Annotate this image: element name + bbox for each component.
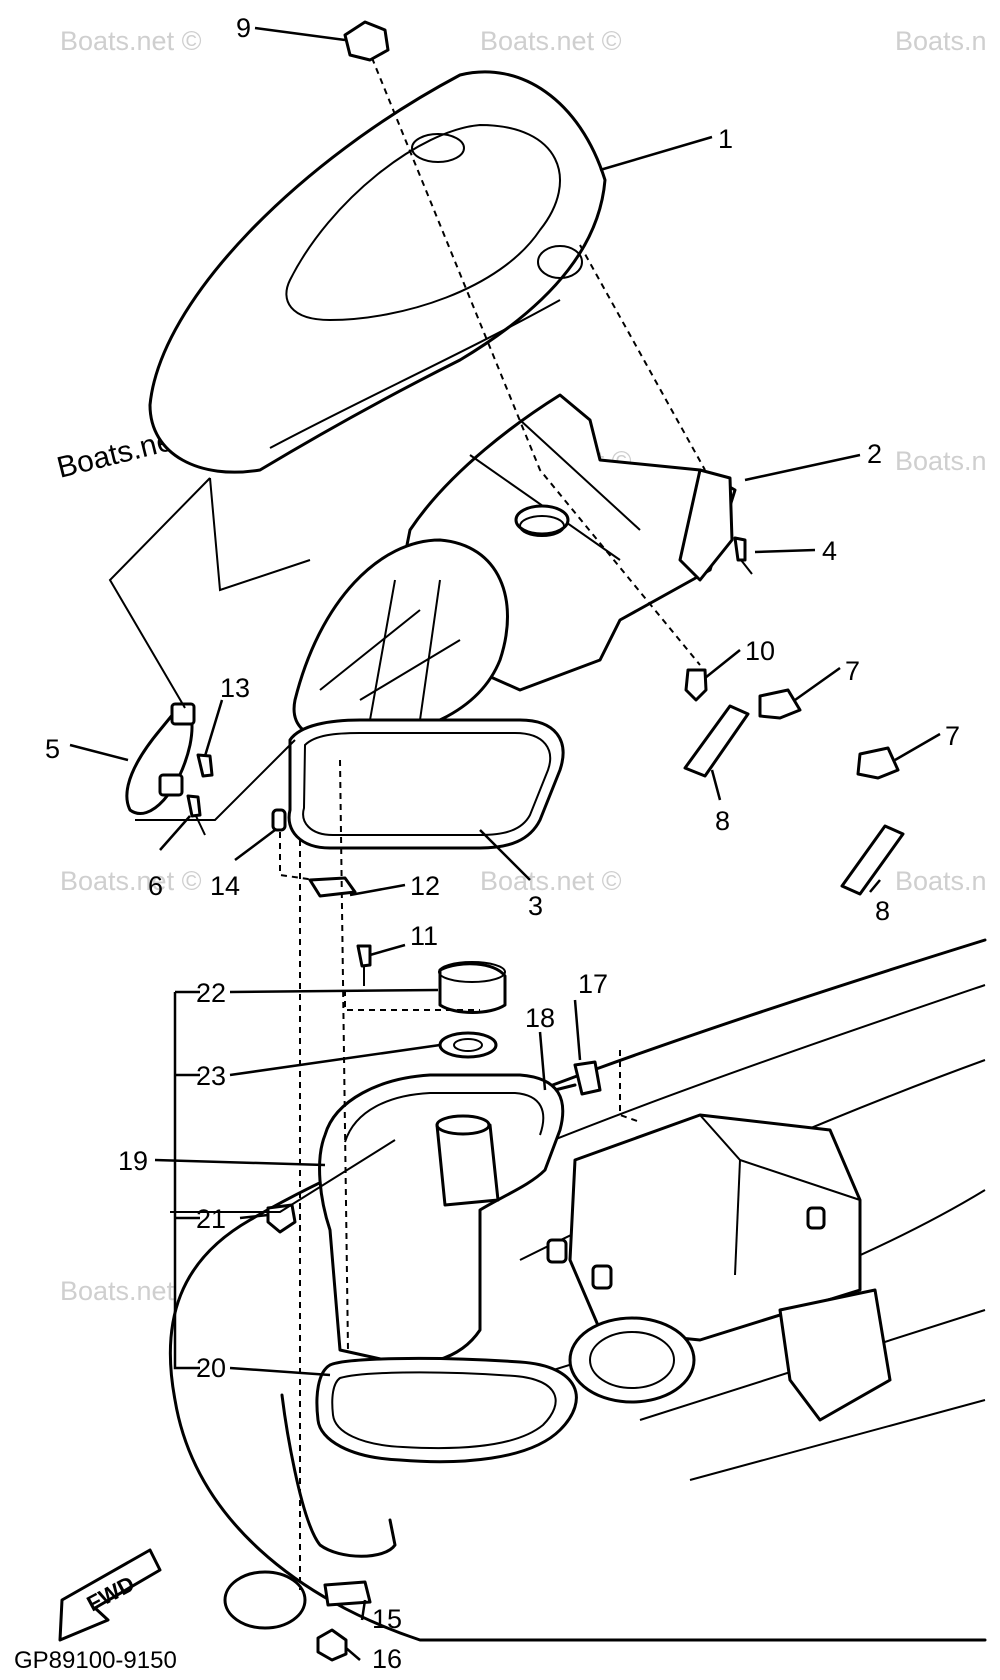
callout-21: 21 — [196, 1204, 226, 1234]
callout-22: 22 — [196, 978, 226, 1008]
callout-8a: 8 — [715, 806, 730, 836]
watermark: Boats.n — [895, 866, 987, 896]
leader-lines — [69, 26, 941, 1661]
callout-13: 13 — [220, 673, 250, 703]
assembly-lines — [108, 57, 706, 1590]
hood-frame — [292, 393, 737, 742]
watermark: Boats.n — [895, 26, 987, 56]
hood-cover — [148, 70, 607, 474]
watermark: Boats.net © — [60, 866, 202, 896]
callout-7a: 7 — [845, 656, 860, 686]
storage-box — [266, 961, 578, 1558]
callout-11: 11 — [410, 921, 438, 951]
callout-15: 15 — [372, 1604, 402, 1634]
figure-code: GP89100-9150 — [14, 1647, 177, 1674]
callout-2: 2 — [867, 439, 882, 469]
callout-8b: 8 — [875, 896, 890, 926]
hull-deck — [168, 938, 987, 1642]
callout-20: 20 — [196, 1353, 226, 1383]
callout-6: 6 — [148, 871, 163, 901]
watermark: Boats.net © — [480, 866, 622, 896]
callout-5: 5 — [45, 734, 60, 764]
callout-16: 16 — [372, 1644, 402, 1674]
callout-12: 12 — [410, 871, 440, 901]
callout-14: 14 — [210, 871, 240, 901]
watermark: Boats.net © — [480, 26, 622, 56]
callouts: 9 1 2 4 10 7 7 8 8 13 5 6 14 12 3 11 17 … — [45, 13, 960, 1674]
callout-10: 10 — [745, 636, 775, 666]
watermark: Boats.net © — [60, 26, 202, 56]
watermark: Boats.n — [895, 446, 987, 476]
callout-18: 18 — [525, 1003, 555, 1033]
callout-3: 3 — [528, 891, 543, 921]
hood-seal — [287, 718, 565, 850]
callout-17: 17 — [578, 969, 608, 999]
callout-1: 1 — [718, 124, 733, 154]
callout-23: 23 — [196, 1061, 226, 1091]
callout-19: 19 — [118, 1146, 148, 1176]
hood-strap — [125, 702, 196, 815]
callout-4: 4 — [822, 536, 837, 566]
fwd-arrow: FWD — [58, 1548, 162, 1642]
callout-7b: 7 — [945, 721, 960, 751]
callout-9: 9 — [236, 13, 251, 43]
fasteners — [186, 20, 905, 1662]
